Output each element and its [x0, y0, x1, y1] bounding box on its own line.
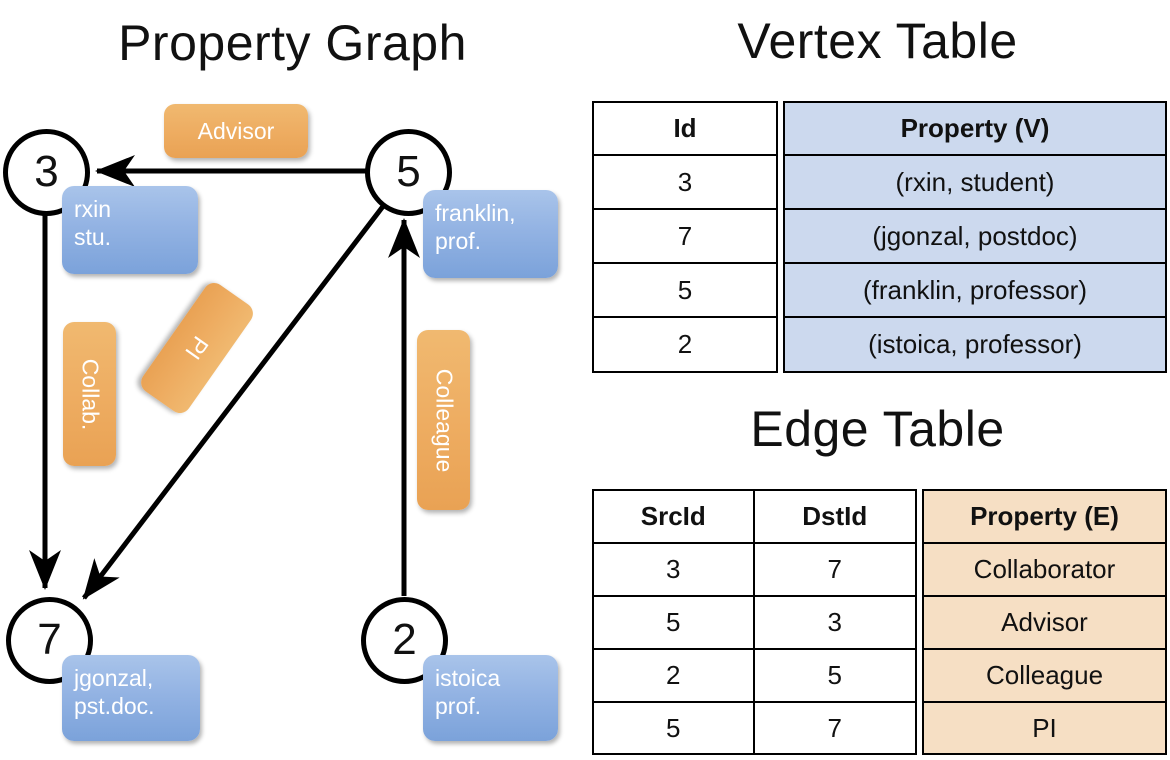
vertex-property-box-jgonzal[interactable]: jgonzal, pst.doc.: [62, 655, 200, 741]
edge-label-pi-text: PI: [180, 331, 215, 365]
page-title-edge-table: Edge Table: [750, 401, 1005, 457]
vertex-property-box-istoica[interactable]: istoica prof.: [423, 655, 558, 741]
page-title-property-graph: Property Graph: [118, 15, 467, 71]
edge-table-cell-property: Advisor: [924, 597, 1165, 650]
vertex-table-cell-property: (rxin, student): [785, 156, 1165, 210]
edge-table-cell-srcid: 2: [594, 650, 753, 703]
page-title-vertex-table: Vertex Table: [737, 13, 1018, 69]
vertex-table-id-column: Id 3 7 5 2: [592, 101, 778, 373]
edge-label-colleague[interactable]: Colleague: [417, 330, 470, 510]
edge-table-cell-dstid: 7: [827, 712, 842, 743]
edge-label-collab[interactable]: Collab.: [63, 322, 116, 466]
vertex-property-box-franklin[interactable]: franklin, prof.: [423, 190, 558, 278]
vertex-property-box-istoica-line1: istoica: [435, 665, 501, 691]
vertex-table-cell-property: (franklin, professor): [785, 264, 1165, 318]
vertex-table-property-column: Property (V) (rxin, student) (jgonzal, p…: [783, 101, 1167, 373]
edge-table-cell-srcid: 5: [594, 597, 753, 650]
edge-table-dstid-column: DstId 7 3 5 7: [754, 491, 915, 753]
edge-table-property-column: Property (E) Collaborator Advisor Collea…: [922, 489, 1167, 755]
edge-5-to-7: [82, 203, 386, 600]
vertex-table-cell-id: 2: [677, 329, 693, 359]
vertex-table-cell-id: 7: [594, 210, 776, 264]
edge-label-advisor[interactable]: Advisor: [164, 104, 308, 158]
vertex-property-box-rxin-line2: stu.: [74, 224, 112, 251]
vertex-node-2[interactable]: 2: [361, 597, 448, 684]
edge-table-cell-srcid: 5: [666, 712, 681, 743]
vertex-node-5-label: 5: [396, 146, 421, 196]
edge-label-colleague-text: Colleague: [431, 368, 457, 472]
vertex-property-box-franklin-line1: franklin,: [435, 200, 516, 226]
vertex-table-cell-property: (istoica, professor): [785, 318, 1165, 371]
edge-table-cell-dstid: 7: [754, 544, 915, 597]
graph-edge-layer: [29, 155, 420, 600]
edge-table-header-property: Property (E): [924, 491, 1165, 544]
vertex-table-cell-id: 5: [594, 264, 776, 318]
edge-table-header-srcid: SrcId: [594, 491, 753, 544]
vertex-node-3-label: 3: [34, 146, 59, 196]
edge-table-cell-dstid: 5: [754, 650, 915, 703]
vertex-property-box-jgonzal-line1: jgonzal,: [74, 665, 154, 691]
vertex-property-box-franklin-line2: prof.: [435, 228, 482, 255]
edge-table-src-dst-columns: SrcId 3 5 2 5 DstId 7 3 5 7: [592, 489, 917, 755]
vertex-node-7-label: 7: [37, 614, 62, 664]
vertex-property-box-rxin[interactable]: rxin stu.: [62, 186, 198, 274]
vertex-node-5[interactable]: 5: [365, 129, 452, 216]
vertex-table-header-id: Id: [594, 103, 776, 156]
edge-table-cell-property: Colleague: [924, 650, 1165, 703]
edge-table-cell-property: Collaborator: [924, 544, 1165, 597]
vertex-node-2-label: 2: [392, 614, 417, 664]
edge-label-advisor-text: Advisor: [197, 117, 275, 144]
edge-table-cell-srcid: 3: [594, 544, 753, 597]
vertex-table-cell-property: (jgonzal, postdoc): [785, 210, 1165, 264]
vertex-table-header-property: Property (V): [785, 103, 1165, 156]
edge-table-cell-dstid: 3: [754, 597, 915, 650]
edge-table-cell-property: PI: [924, 703, 1165, 753]
edge-label-collab-text: Collab.: [77, 358, 104, 430]
edge-table-srcid-column: SrcId 3 5 2 5: [594, 491, 755, 753]
edge-table-header-dstid: DstId: [754, 491, 915, 544]
vertex-property-box-jgonzal-line2: pst.doc.: [74, 693, 155, 720]
vertex-property-box-rxin-line1: rxin: [74, 196, 112, 222]
vertex-table-cell-id: 3: [594, 156, 776, 210]
vertex-property-box-istoica-line2: prof.: [435, 693, 482, 720]
